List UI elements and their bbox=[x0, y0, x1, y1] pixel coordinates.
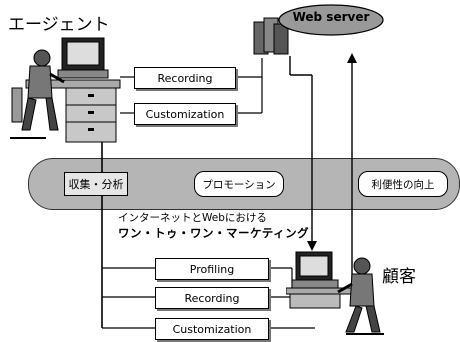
promotion-bubble: プロモーション bbox=[194, 171, 284, 197]
web-server-label: Web server bbox=[292, 10, 370, 24]
web-server-ellipse bbox=[278, 4, 384, 36]
agent-illustration bbox=[10, 37, 121, 143]
agent-customization-box: Customization bbox=[134, 103, 236, 125]
agent-recording-box: Recording bbox=[134, 67, 236, 89]
tagline-line2: ワン・トゥ・ワン・マーケティング bbox=[118, 226, 310, 240]
tagline-line1: インターネットとWebにおける bbox=[118, 212, 267, 224]
customer-customization-box: Customization bbox=[155, 318, 269, 340]
agent-label: エージェント bbox=[8, 15, 110, 35]
customer-recording-box: Recording bbox=[155, 287, 269, 309]
server-icon bbox=[253, 17, 289, 55]
customer-profiling-box: Profiling bbox=[155, 258, 269, 280]
customer-label: 顧客 bbox=[382, 267, 416, 287]
analysis-box: 収集・分析 bbox=[64, 172, 128, 196]
convenience-bubble: 利便性の向上 bbox=[358, 171, 448, 197]
customer-illustration bbox=[286, 251, 384, 335]
